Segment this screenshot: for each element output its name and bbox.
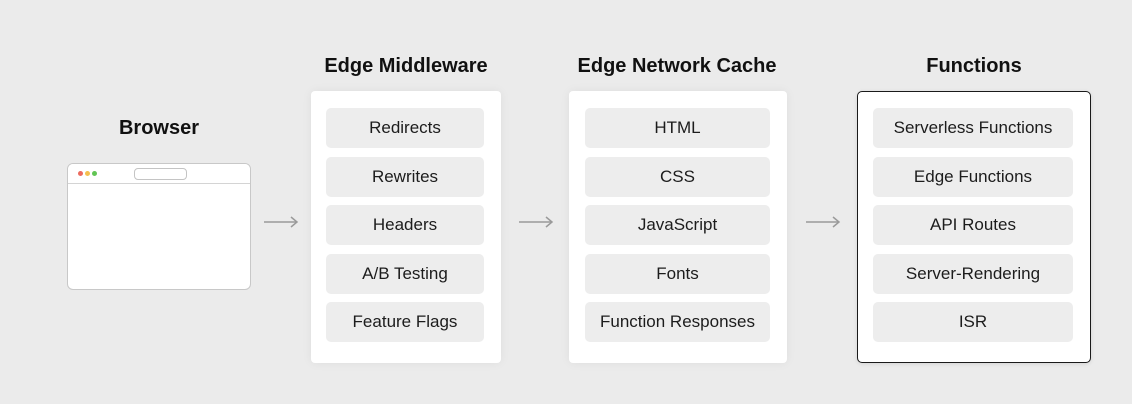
functions-panel: Serverless Functions Edge Functions API … (857, 91, 1091, 363)
list-item: Serverless Functions (873, 108, 1073, 148)
arrow-right-icon (519, 216, 554, 228)
functions-title: Functions (926, 55, 1022, 77)
edge-middleware-title: Edge Middleware (324, 55, 488, 77)
arrow-right-icon (264, 216, 299, 228)
browser-toolbar (68, 164, 250, 184)
list-item: Rewrites (326, 157, 484, 197)
browser-window-icon (67, 163, 251, 290)
edge-network-cache-panel: HTML CSS JavaScript Fonts Function Respo… (569, 91, 787, 363)
edge-network-cache-title: Edge Network Cache (577, 55, 777, 77)
close-dot-icon (78, 171, 83, 176)
address-bar (134, 168, 187, 180)
maximize-dot-icon (92, 171, 97, 176)
list-item: Server-Rendering (873, 254, 1073, 294)
list-item: Headers (326, 205, 484, 245)
list-item: Fonts (585, 254, 770, 294)
list-item: A/B Testing (326, 254, 484, 294)
list-item: JavaScript (585, 205, 770, 245)
list-item: Feature Flags (326, 302, 484, 342)
list-item: Redirects (326, 108, 484, 148)
arrow-right-icon (806, 216, 841, 228)
list-item: HTML (585, 108, 770, 148)
list-item: CSS (585, 157, 770, 197)
edge-middleware-panel: Redirects Rewrites Headers A/B Testing F… (311, 91, 501, 363)
list-item: Function Responses (585, 302, 770, 342)
browser-title: Browser (118, 117, 200, 139)
list-item: Edge Functions (873, 157, 1073, 197)
list-item: API Routes (873, 205, 1073, 245)
list-item: ISR (873, 302, 1073, 342)
minimize-dot-icon (85, 171, 90, 176)
